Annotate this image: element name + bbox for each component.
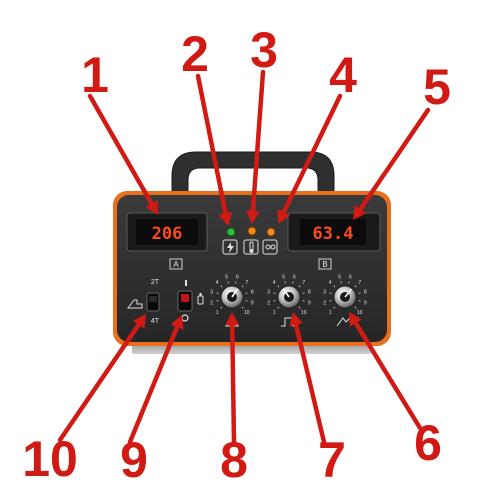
callout-6: 6 <box>414 415 442 471</box>
knob-7-scale-label: 3 <box>267 290 270 296</box>
svg-text:A: A <box>173 260 179 269</box>
callout-10: 10 <box>22 431 78 487</box>
svg-text:B: B <box>322 260 327 269</box>
callout-8: 8 <box>220 432 248 488</box>
knob-8-pointer <box>231 288 239 298</box>
mode-switch-bottom-label: 4T <box>151 318 160 325</box>
power-switch-group <box>177 280 204 322</box>
lightning-icon <box>227 242 234 253</box>
knob-8-scale-label: 2 <box>210 300 213 306</box>
callout-4: 4 <box>329 47 357 103</box>
callout-2: 2 <box>181 26 209 82</box>
mode-switch-group: 2T 4T <box>127 279 160 325</box>
callout-9: 9 <box>120 432 148 488</box>
knob-6-scale-label: 5 <box>338 275 341 281</box>
knob-7-scale-label: 2 <box>267 300 270 306</box>
orange-led-fault <box>266 227 276 237</box>
knob-6-scale-label: 1 <box>329 310 332 316</box>
on-mark-icon <box>185 280 187 286</box>
arrow-7 <box>289 312 327 445</box>
gas-bottle-icon <box>197 293 204 305</box>
knob-8-scale-label: 8 <box>251 290 254 296</box>
knob-7-pointer <box>282 288 290 298</box>
display-b-label: B <box>318 258 332 270</box>
knob-7-scale-label: 8 <box>308 290 311 296</box>
knob-6-scale-label: 6 <box>349 275 352 281</box>
circuit-icon <box>265 244 276 250</box>
arrow-2 <box>195 73 233 226</box>
fault-indicator <box>262 227 278 255</box>
knob-8-scale-label: 4 <box>216 280 219 286</box>
knob-6-pointer <box>344 288 353 298</box>
callout-arrows <box>57 69 431 445</box>
knob-7-scale-label: 9 <box>308 300 311 306</box>
knob-7-scale-label: 4 <box>273 280 276 286</box>
callout-3: 3 <box>250 22 278 78</box>
knob-7-control[interactable]: 12 345 678 910 <box>267 275 311 316</box>
knob-8-scale-label: 1 <box>216 310 219 316</box>
callout-1: 1 <box>81 47 109 103</box>
arrow-9 <box>127 315 184 445</box>
display-a: 206 <box>126 212 208 252</box>
arrow-8 <box>225 312 240 445</box>
arrow-6 <box>349 312 423 431</box>
knob-7-scale-label: 10 <box>301 310 307 316</box>
arrow-10 <box>57 314 146 443</box>
knob-6-scale-label: 4 <box>329 280 332 286</box>
arrow-4 <box>277 93 343 224</box>
knob-6-scale-label: 9 <box>364 300 367 306</box>
knob-8-scale-label: 5 <box>225 275 228 281</box>
knob-8-scale-label: 7 <box>245 280 248 286</box>
knob-7-scale-label: 1 <box>273 310 276 316</box>
knob-8-control[interactable]: 12 345 678 910 <box>210 275 254 316</box>
display-b: 63.4 <box>287 212 381 252</box>
knob-6-control[interactable]: 12 345 678 910 <box>323 275 367 316</box>
orange-led-overheat <box>247 226 257 236</box>
overheat-indicator <box>243 226 259 255</box>
knob-7-scale-label: 7 <box>302 280 305 286</box>
knob-6-icon <box>336 315 353 327</box>
arrow-1 <box>87 93 158 215</box>
knob-6-scale-label: 10 <box>357 310 363 316</box>
knob-6-scale-label: 3 <box>323 290 326 296</box>
knob-8-scale-label: 6 <box>236 275 239 281</box>
power-indicator <box>222 227 238 255</box>
knob-6-scale-label: 7 <box>358 280 361 286</box>
callout-7: 7 <box>318 432 346 488</box>
mode-switch-top-label: 2T <box>151 279 160 286</box>
knob-6-scale-label: 8 <box>364 290 367 296</box>
arrow-3 <box>246 69 266 224</box>
knob-7-scale-label: 5 <box>282 275 285 281</box>
knob-6-scale-label: 2 <box>323 300 326 306</box>
knob-8-scale-label: 10 <box>244 310 250 316</box>
thermometer-icon <box>249 241 254 253</box>
arrow-5 <box>353 107 431 220</box>
knob-7-scale-label: 6 <box>293 275 296 281</box>
display-a-label: A <box>169 258 183 270</box>
knob-7-icon <box>281 317 297 327</box>
knob-8-scale-label: 3 <box>210 290 213 296</box>
display-a-value: 206 <box>152 224 183 244</box>
torch-trigger-icon <box>127 299 143 309</box>
callout-5: 5 <box>423 59 451 115</box>
green-led <box>226 227 236 237</box>
knob-8-scale-label: 9 <box>251 300 254 306</box>
display-b-value: 63.4 <box>313 224 354 244</box>
